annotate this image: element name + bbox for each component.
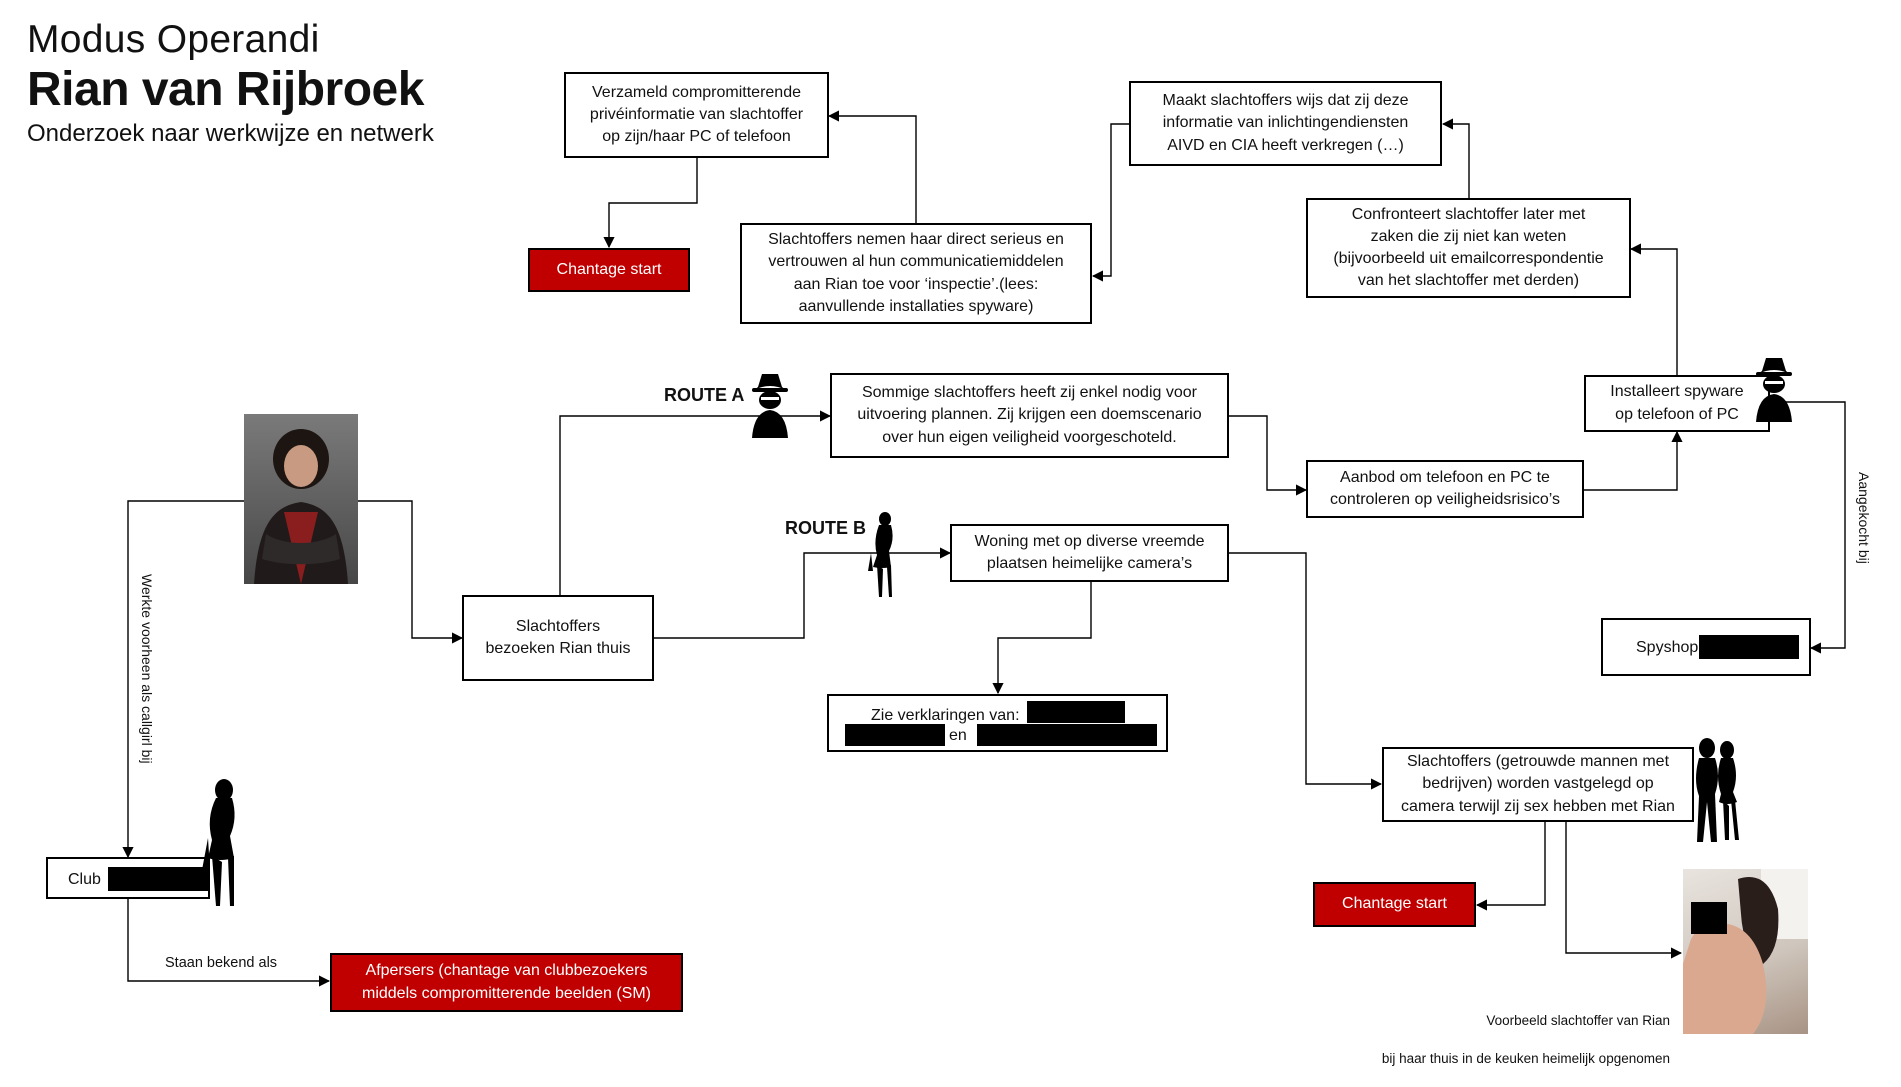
edge-club-afpersers <box>127 899 331 987</box>
club-label: Club <box>68 871 101 888</box>
woman-silhouette-icon <box>202 779 235 906</box>
node-slachtoffers-getrouwde: Slachtoffers (getrouwde mannen met bedri… <box>1382 747 1694 822</box>
edge-confronteert-maakt <box>1441 118 1470 198</box>
label-aangekocht: Aangekocht bij <box>1856 472 1872 564</box>
label-werkte-callgirl: Werkte voorheen als callgirl bij <box>139 574 155 764</box>
spy-silhouette-icon <box>752 374 788 438</box>
edge-sommige-aanbod <box>1229 415 1308 496</box>
node-installeert: Installeert spyware op telefoon of PC <box>1584 375 1770 432</box>
caption-line-1: Voorbeeld slachtoffer van Rian <box>1486 1012 1670 1028</box>
node-spyshop: Spyshop <box>1601 618 1811 676</box>
label-staan-bekend: Staan bekend als <box>165 955 278 971</box>
node-sommige: Sommige slachtoffers heeft zij enkel nod… <box>830 373 1229 458</box>
edge-verzameld-chantage <box>603 157 698 249</box>
node-afpersers: Afpersers (chantage van clubbezoekers mi… <box>330 953 683 1012</box>
title-modus-operandi: Modus Operandi <box>27 18 320 61</box>
edge-bezoeken-sommige <box>559 410 832 595</box>
edge-aanbod-installeert <box>1584 430 1683 491</box>
node-verzameld: Verzameld compromitterende privéinformat… <box>564 72 829 158</box>
node-chantage-start-top: Chantage start <box>528 248 690 292</box>
voorbeeld-photo <box>1683 869 1808 1034</box>
edge-getrouwde-chantage <box>1475 822 1546 911</box>
node-chantage-start-bottom: Chantage start <box>1313 882 1476 927</box>
node-zie-verklaringen: Zie verklaringen van: en <box>827 694 1168 752</box>
voorbeeld-caption: Voorbeeld slachtoffer van Rian bij haar … <box>1300 993 1670 1087</box>
node-aanbod: Aanbod om telefoon en PC te controleren … <box>1306 460 1584 518</box>
node-club: Club <box>46 857 210 899</box>
edge-woning-getrouwde <box>1229 552 1383 790</box>
route-b-label: ROUTE B <box>785 518 866 538</box>
redaction-block <box>1027 701 1125 723</box>
couple-silhouette-icon <box>1696 738 1739 842</box>
woman-silhouette-icon <box>868 512 893 597</box>
node-woning: Woning met op diverse vreemde plaatsen h… <box>950 524 1229 582</box>
edge-woning-zie <box>992 582 1092 695</box>
node-slachtoffers-nemen: Slachtoffers nemen haar direct serieus e… <box>740 223 1092 324</box>
spy-silhouette-icon <box>1756 358 1792 422</box>
title-name: Rian van Rijbroek <box>27 63 424 116</box>
edge-nemen-verzameld <box>827 110 917 223</box>
title-subtitle: Onderzoek naar werkwijze en netwerk <box>27 120 434 147</box>
edge-installeert-confronteert <box>1629 243 1678 378</box>
route-a-label: ROUTE A <box>664 385 745 405</box>
zie-verklaringen-label: Zie verklaringen van: <box>871 707 1020 724</box>
edge-bezoeken-woning <box>654 547 952 639</box>
zie-en-label: en <box>949 727 967 744</box>
caption-line-2: bij haar thuis in de keuken heimelijk op… <box>1381 1050 1670 1066</box>
redaction-block <box>1699 635 1799 659</box>
edge-maakt-nemen <box>1091 123 1129 282</box>
edge-photo-bezoeken <box>358 500 464 644</box>
redaction-block <box>108 867 208 891</box>
redaction-block <box>977 724 1157 746</box>
node-bezoeken: Slachtoffers bezoeken Rian thuis <box>462 595 654 681</box>
redaction-block <box>845 724 945 746</box>
spyshop-label: Spyshop <box>1636 639 1699 656</box>
edge-installeert-spyshop <box>1770 401 1846 654</box>
edge-getrouwde-voorbeeld <box>1565 822 1683 959</box>
node-maakt-wijs: Maakt slachtoffers wijs dat zij deze inf… <box>1129 81 1442 166</box>
portrait-photo <box>244 414 358 584</box>
edge-photo-club <box>122 500 244 859</box>
node-confronteert: Confronteert slachtoffer later met zaken… <box>1306 198 1631 298</box>
